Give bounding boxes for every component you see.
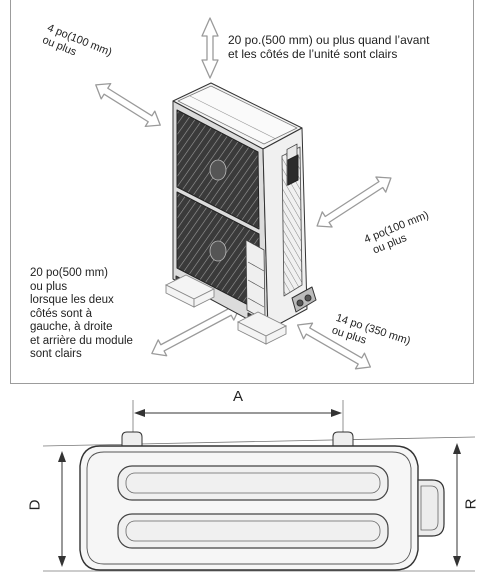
clearance-label-top: 20 po.(500 mm) ou plus quand l’avant et … [228, 33, 429, 61]
top-view-drawing [42, 400, 476, 572]
clearance-label-top-line2: et les côtés de l’unité sont clairs [228, 47, 398, 61]
dimension-label-a: A [233, 388, 244, 405]
dimension-label-d: D [26, 499, 44, 511]
clearance-arrow-bottom-right [296, 322, 372, 370]
support-blocks [164, 274, 288, 345]
clearance-arrow-top [201, 17, 219, 79]
dimension-label-r: R [462, 498, 480, 510]
clearance-label-left-block: 20 po(500 mm) ou plus lorsque les deux c… [30, 267, 133, 360]
clearance-label-top-line1: 20 po.(500 mm) ou plus quand l’avant [228, 33, 430, 47]
clearance-arrow-right [316, 176, 392, 228]
clearance-arrow-top-left [95, 82, 161, 128]
clearance-diagram-panel [10, 0, 474, 384]
outdoor-unit-drawing [172, 82, 317, 334]
